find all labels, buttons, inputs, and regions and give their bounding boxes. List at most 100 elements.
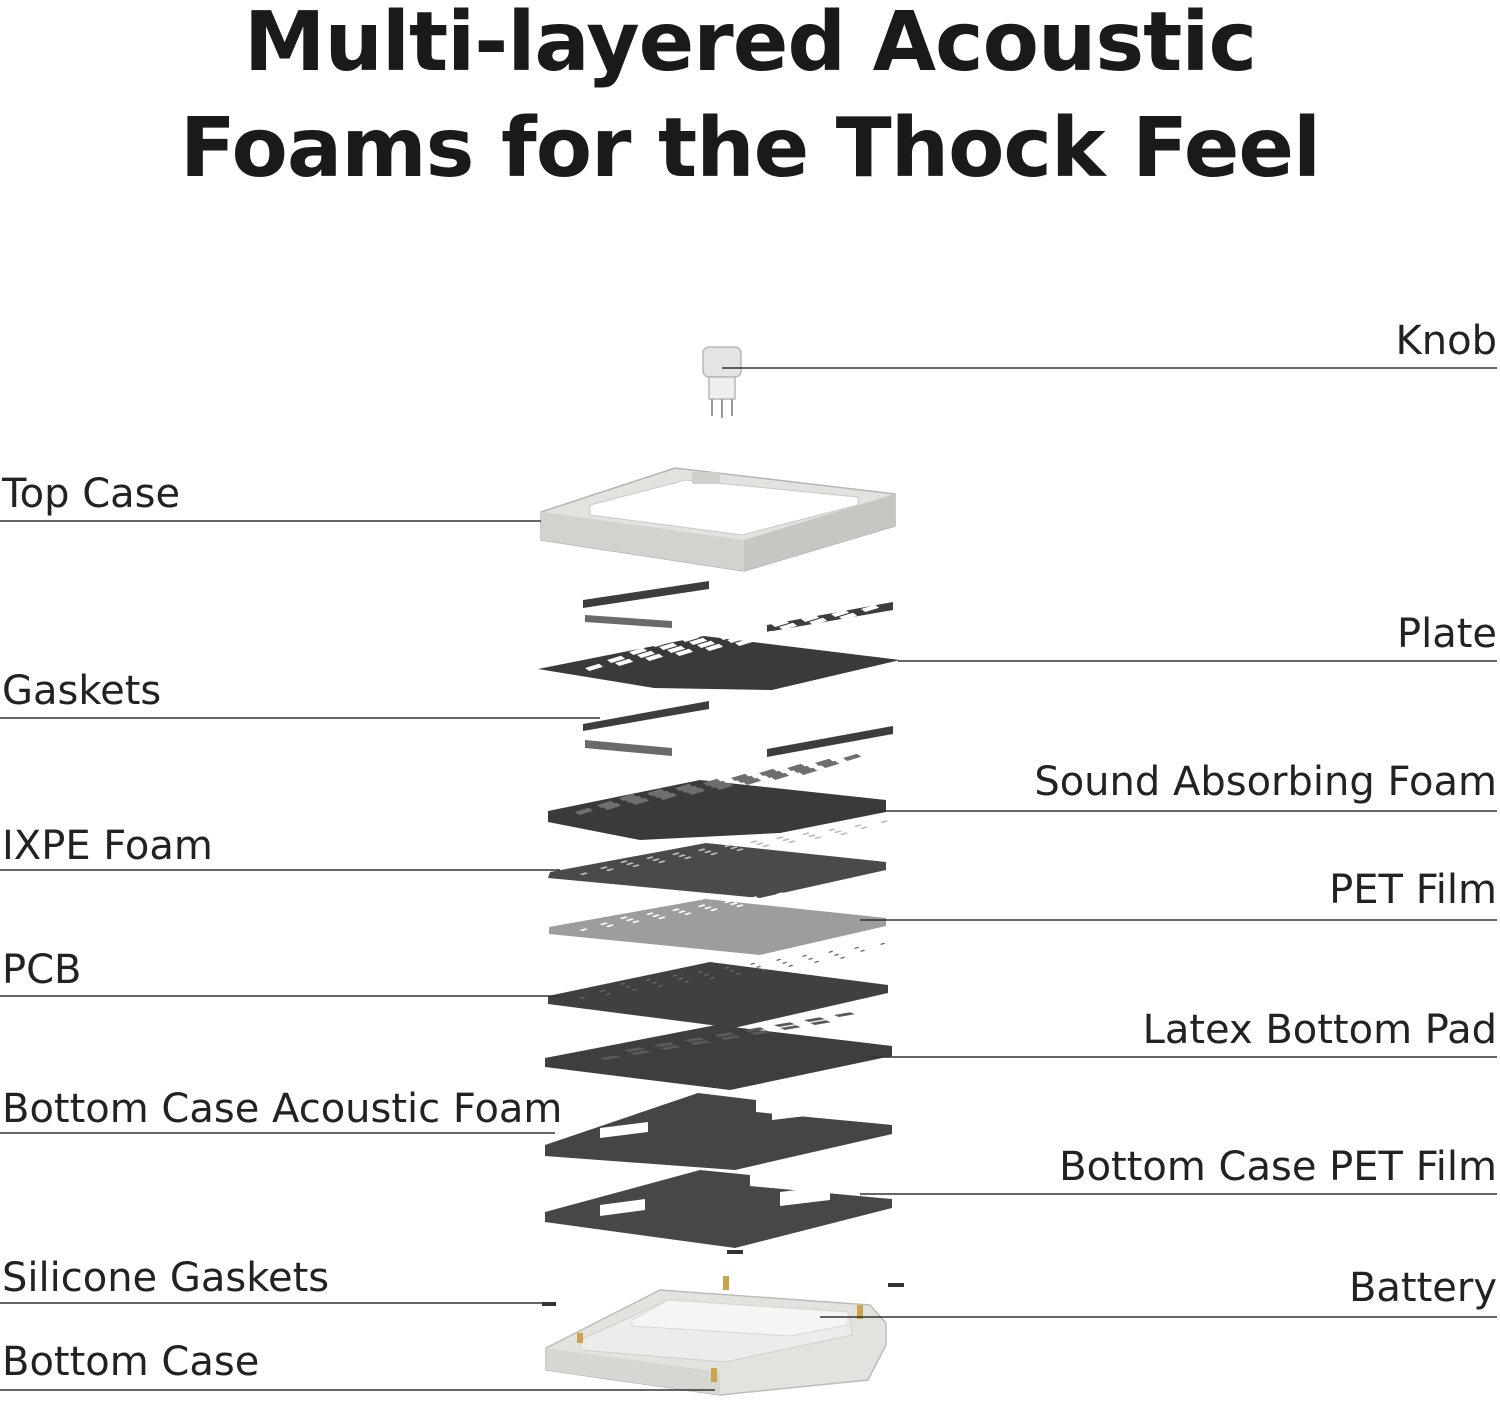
plate-switch-cutout (637, 650, 656, 658)
plate-switch-cutout (689, 637, 708, 645)
foam-cell (603, 802, 622, 810)
ixpe-hole (736, 848, 744, 852)
plate-switch-cutout (735, 638, 754, 646)
foam-cell (631, 797, 650, 805)
ixpe-hole (776, 836, 784, 840)
latex-cutout (690, 1040, 711, 1045)
ixpe-hole (606, 868, 614, 872)
plate-switch-cutout (779, 622, 798, 630)
silicone-gaskets-part (542, 1283, 904, 1306)
label-pet-film: PET Film (1329, 867, 1497, 913)
label-gaskets: Gaskets (2, 668, 162, 714)
ixpe-hole (704, 850, 712, 854)
plate-switch-cutout (757, 630, 776, 638)
foam-cell (625, 795, 644, 803)
label-bottom-case-acoustic-foam: Bottom Case Acoustic Foam (2, 1086, 563, 1132)
foam-cell (743, 777, 762, 785)
bottom-case-part (545, 1276, 887, 1396)
foam-cell (703, 778, 722, 786)
upper-gaskets-part (583, 581, 893, 632)
ixpe-hole (854, 824, 862, 828)
plate-switch-cutout (645, 653, 664, 661)
pet-hole (828, 884, 836, 888)
label-knob: Knob (1395, 318, 1497, 364)
pcb-hole (802, 954, 808, 957)
ixpe-hole (860, 826, 868, 830)
ixpe-hole (600, 866, 608, 870)
pet-hole (684, 912, 692, 916)
pcb-hole (828, 950, 834, 953)
ixpe-hole (756, 842, 764, 846)
pcb-hole (776, 958, 782, 961)
foam-cell (771, 772, 790, 780)
pet-hole (730, 902, 738, 906)
ixpe-hole (840, 832, 848, 836)
pcb-hole (750, 962, 756, 965)
pcb-hole (606, 992, 612, 995)
plate-switch-cutout (705, 643, 724, 651)
pcb-hole (730, 969, 736, 972)
ixpe-hole (762, 844, 770, 848)
label-bottom-case-pet-film: Bottom Case PET Film (1059, 1144, 1497, 1190)
ixpe-hole (626, 862, 634, 866)
plate-switch-cutout (749, 627, 768, 635)
pcb-hole (788, 964, 794, 967)
pet-hole (860, 882, 868, 886)
pcb-hole (600, 989, 606, 992)
pcb-hole (724, 966, 730, 969)
pet-hole (678, 910, 686, 914)
pet-hole (854, 880, 862, 884)
latex-cutout (630, 1050, 651, 1055)
foam-cell (709, 780, 728, 788)
plate-switch-cutout (817, 620, 836, 628)
plate-switch-cutout (839, 612, 858, 620)
foam-cell (815, 758, 834, 766)
plate-switch-cutout (787, 625, 806, 633)
pet-hole (756, 898, 764, 902)
latex-bottom-pad-part (545, 1012, 892, 1090)
ixpe-hole (814, 836, 822, 840)
pet-hole (710, 908, 718, 912)
sound-absorbing-foam-part (548, 753, 886, 840)
ixpe-hole (828, 828, 836, 832)
latex-cutout (774, 1022, 795, 1027)
plate-switch-cutout (585, 663, 604, 671)
foam-cell (821, 760, 840, 768)
latex-cutout (720, 1035, 741, 1040)
plate-switch-cutout (697, 640, 716, 648)
bottom-case-pet-film-part (545, 1170, 892, 1254)
pet-film-part (549, 876, 888, 955)
pet-hole (880, 876, 888, 880)
foam-cell (843, 753, 862, 761)
plate-switch-cutout (771, 619, 790, 627)
pet-hole (652, 914, 660, 918)
plate-switch-cutout (801, 614, 820, 622)
ixpe-hole (834, 830, 842, 834)
foam-cell (675, 783, 694, 791)
pet-hole (672, 908, 680, 912)
plate-switch-cutout (607, 655, 626, 663)
pet-hole (626, 918, 634, 922)
pcb-hole (834, 953, 840, 956)
ixpe-hole (710, 852, 718, 856)
latex-cutout (744, 1027, 765, 1032)
pcb-hole (632, 988, 638, 991)
pcb-hole (580, 996, 586, 999)
ixpe-hole (788, 840, 796, 844)
label-silicone-gaskets: Silicone Gaskets (2, 1255, 330, 1301)
plate-switch-cutout (765, 633, 784, 641)
bottom-case-acoustic-foam-part (545, 1093, 892, 1170)
pet-hole (658, 916, 666, 920)
pcb-hole (880, 942, 886, 945)
plate-switch-cutout (861, 604, 880, 612)
pcb-hole (704, 973, 710, 976)
label-latex-bottom-pad: Latex Bottom Pad (1142, 1007, 1497, 1053)
lower-gaskets-part (583, 701, 893, 757)
pet-hole (698, 904, 706, 908)
label-pcb: PCB (2, 947, 82, 993)
plate-switch-cutout (615, 658, 634, 666)
pcb-hole (840, 956, 846, 959)
foam-cell (715, 782, 734, 790)
pet-hole (736, 904, 744, 908)
plate-switch-cutout (675, 648, 694, 656)
